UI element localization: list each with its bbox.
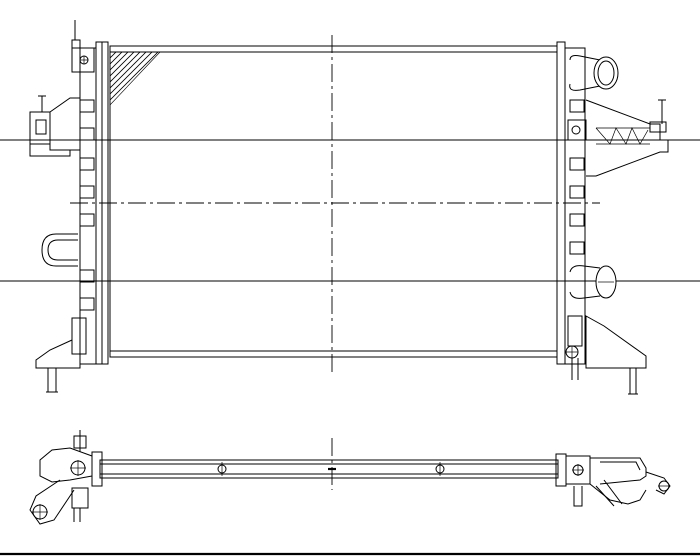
top-view-mount-holes [217, 462, 445, 476]
left-side-pipe [41, 233, 78, 267]
front-view [0, 20, 700, 395]
left-mount-bracket [29, 95, 81, 157]
left-tank [29, 20, 109, 393]
top-view-core [99, 459, 559, 479]
right-tank-tabs [569, 99, 585, 255]
right-bottom-bracket [565, 315, 647, 395]
right-mount-bracket [567, 99, 669, 177]
left-top-bracket [71, 20, 95, 73]
top-view-left-end [29, 430, 103, 525]
right-tank [556, 41, 669, 395]
core-fin-hatching [109, 51, 161, 106]
right-lower-outlet-pipe [569, 265, 617, 299]
top-view [29, 430, 671, 525]
radiator-core [109, 45, 558, 358]
left-bottom-bracket [35, 317, 87, 393]
left-tank-tabs [79, 99, 95, 311]
top-view-right-end [555, 453, 671, 507]
right-upper-outlet-pipe [569, 55, 619, 91]
